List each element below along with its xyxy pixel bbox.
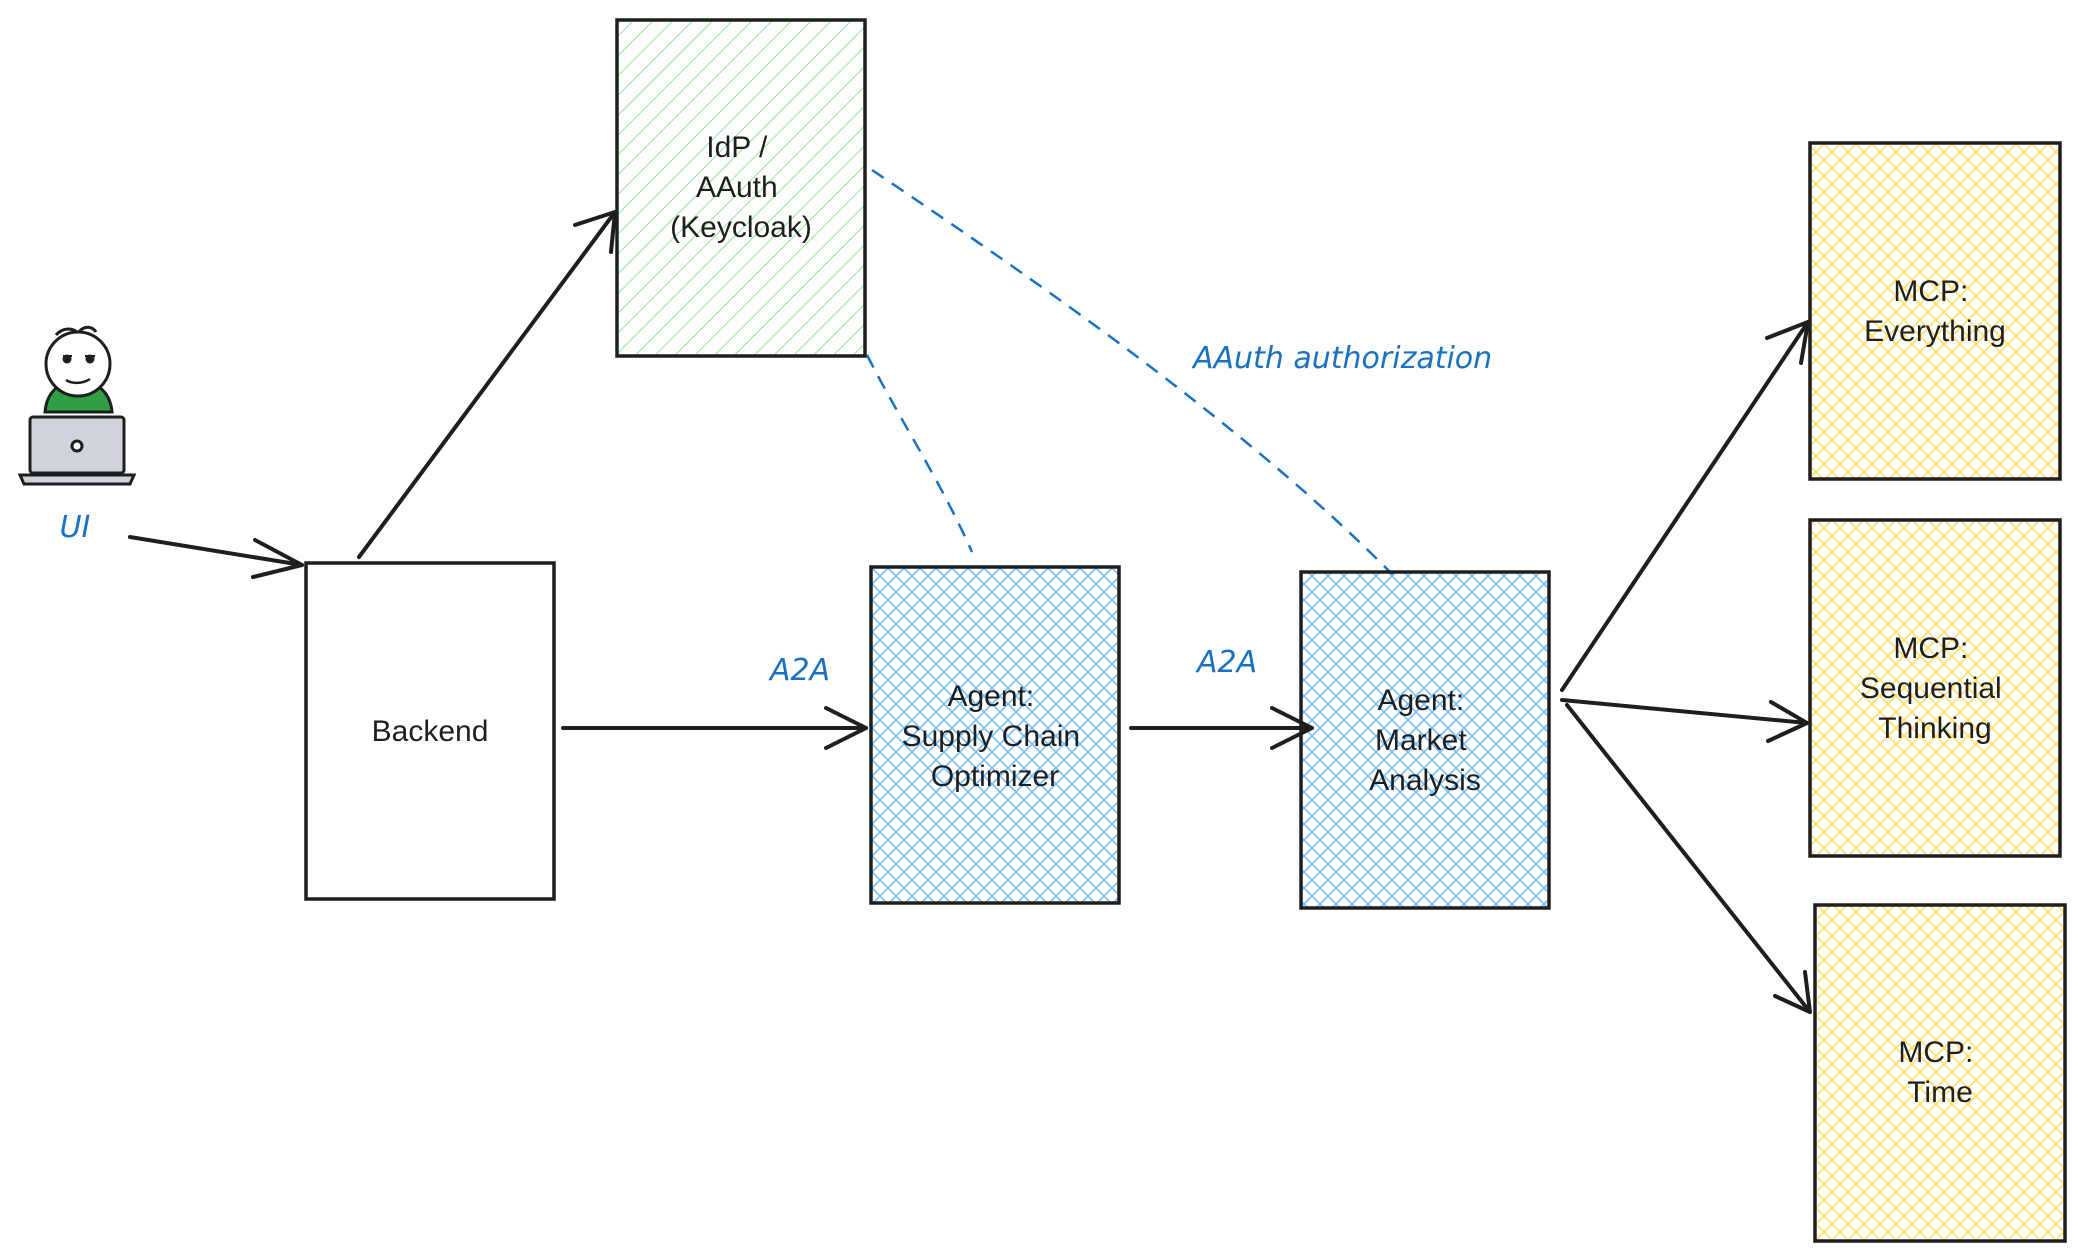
node-idp[interactable]: IdP / AAuth (Keycloak): [615, 18, 867, 358]
node-market-analysis-label: Agent: Market Analysis: [1369, 684, 1481, 797]
node-mcp-sequential-thinking[interactable]: MCP: Sequential Thinking: [1808, 518, 2062, 858]
dashed-idp-to-supply-chain: [865, 354, 974, 553]
arrows: [128, 210, 1812, 1014]
auth-dashed-lines: [865, 168, 1394, 576]
arrow-market-to-mcp-time: [1565, 703, 1812, 1014]
node-mcp-everything[interactable]: MCP: Everything: [1808, 141, 2062, 481]
edge-label-aauth-authorization: AAuth authorization: [1191, 341, 1492, 376]
node-mcp-sequential-label: MCP: Sequential Thinking: [1860, 632, 2010, 745]
node-supply-chain-optimizer[interactable]: Agent: Supply Chain Optimizer: [869, 565, 1121, 905]
node-mcp-time-label: MCP: Time: [1898, 1036, 1981, 1109]
node-market-analysis[interactable]: Agent: Market Analysis: [1299, 570, 1551, 910]
edge-label-a2a-agents: A2A: [1195, 645, 1257, 680]
node-supply-chain-label: Agent: Supply Chain Optimizer: [902, 680, 1089, 793]
user-label-ui: UI: [60, 510, 91, 545]
node-backend-label: Backend: [372, 715, 489, 748]
arrow-backend-to-idp: [357, 210, 617, 559]
node-mcp-time[interactable]: MCP: Time: [1813, 903, 2067, 1243]
edge-label-a2a-backend: A2A: [768, 653, 830, 688]
node-mcp-everything-label: MCP: Everything: [1864, 275, 2006, 348]
arrow-market-to-mcp-everything: [1560, 320, 1810, 692]
arrow-supply-chain-to-market-analysis: [1129, 706, 1314, 750]
user-laptop-icon: [17, 325, 137, 486]
arrow-ui-to-backend: [128, 535, 304, 579]
node-backend[interactable]: Backend: [304, 561, 556, 901]
arrow-market-to-mcp-sequential: [1560, 698, 1809, 743]
node-idp-label: IdP / AAuth (Keycloak): [670, 131, 812, 244]
arrow-backend-to-supply-chain: [561, 706, 868, 750]
